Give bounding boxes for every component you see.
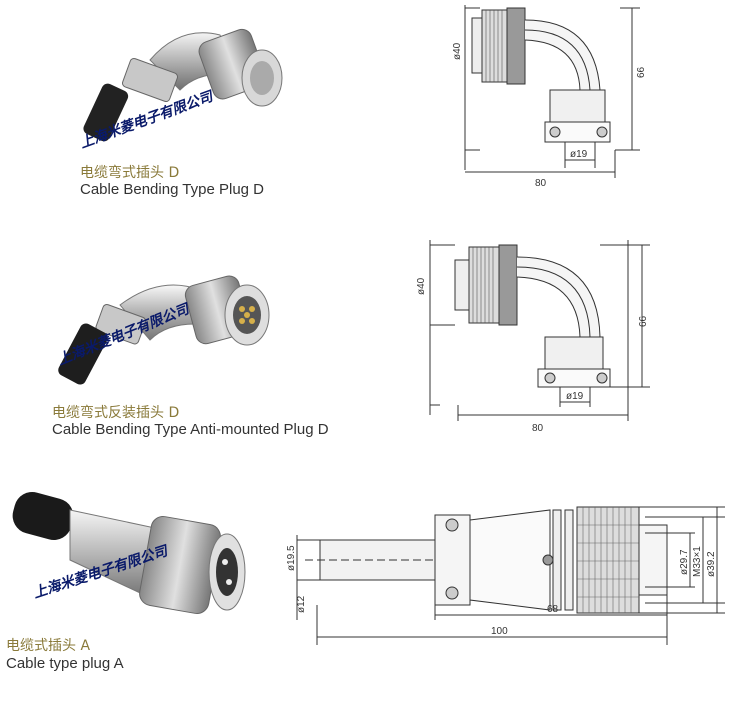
svg-text:ø19: ø19 [570, 149, 588, 160]
svg-text:ø40: ø40 [416, 277, 427, 295]
svg-text:ø39.2: ø39.2 [706, 551, 717, 577]
svg-text:ø40: ø40 [452, 42, 463, 60]
product-name-en: Cable Bending Type Anti-mounted Plug D [52, 421, 329, 438]
product-name-en: Cable Bending Type Plug D [80, 181, 265, 198]
watermark: 上海米菱电子有限公司 [55, 300, 193, 369]
technical-drawing-straight-plug: ø19.5 ø12 68 100 ø29.7 M33×1 ø39.2 [286, 506, 725, 645]
svg-text:80: 80 [535, 178, 547, 189]
svg-text:ø19.5: ø19.5 [286, 545, 297, 571]
product-name-cn: 电缆式插头 A [6, 638, 91, 654]
watermark: 上海米菱电子有限公司 [31, 542, 171, 602]
svg-text:上海米菱电子有限公司: 上海米菱电子有限公司 [55, 300, 193, 369]
svg-text:100: 100 [491, 626, 508, 637]
svg-text:ø29.7: ø29.7 [679, 549, 690, 575]
product-photo-straight-plug [12, 491, 246, 614]
product-name-cn: 电缆弯式反装插头 D [52, 405, 180, 421]
watermark: 上海米菱电子有限公司 [78, 87, 217, 152]
svg-text:ø12: ø12 [296, 595, 307, 613]
svg-text:68: 68 [547, 604, 559, 615]
product-photo-anti-mounted-plug [58, 275, 270, 385]
product-photo-bending-plug [83, 28, 283, 142]
svg-text:66: 66 [638, 315, 649, 327]
svg-text:80: 80 [532, 423, 544, 434]
svg-text:上海米菱电子有限公司: 上海米菱电子有限公司 [78, 87, 217, 152]
svg-text:M33×1: M33×1 [692, 546, 703, 577]
product-name-en: Cable type plug A [6, 655, 124, 672]
technical-drawing-bending-plug: ø40 66 80 ø19 [452, 5, 647, 189]
svg-text:66: 66 [636, 66, 647, 78]
technical-drawing-anti-mounted-plug: ø40 66 80 ø19 [416, 240, 650, 434]
svg-text:上海米菱电子有限公司: 上海米菱电子有限公司 [31, 542, 171, 602]
product-name-cn: 电缆弯式插头 D [80, 165, 180, 181]
svg-text:ø19: ø19 [566, 391, 584, 402]
